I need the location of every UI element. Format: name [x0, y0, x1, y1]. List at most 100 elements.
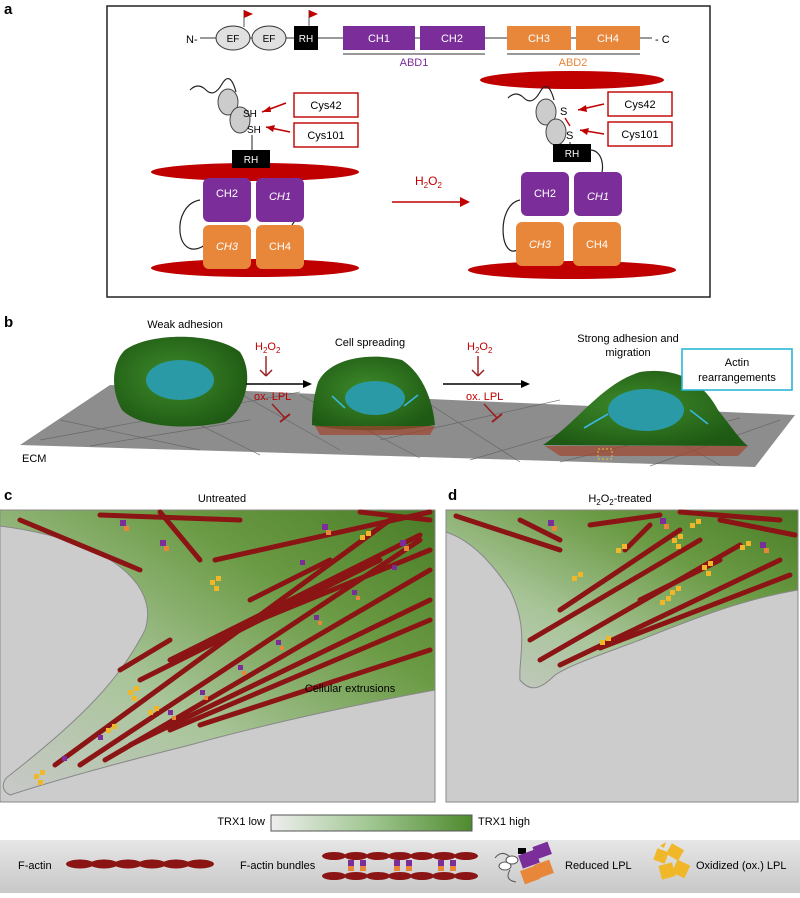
s-label-2: S — [566, 130, 573, 142]
ef-hand-2 — [251, 25, 287, 51]
domain-map: N- EF EF RH CH1 CH2 ABD1 CH3 CH4 ABD2 - … — [186, 10, 670, 69]
panel-label-a: a — [4, 1, 13, 18]
phospho-flag-icon-1 — [244, 10, 253, 18]
ch1-left-label: CH1 — [269, 191, 291, 203]
actin-filament-bottom-left — [151, 259, 359, 277]
ch4-left-label: CH4 — [269, 241, 291, 253]
cys42-box-left — [293, 92, 359, 118]
cys42-label-left: Cys42 — [310, 100, 341, 112]
treated-cell-body — [445, 509, 799, 689]
untreated-actin-bundles — [17, 509, 433, 768]
untreated-cell-panel: Cellular extrusions — [0, 509, 436, 803]
rh-block-left — [232, 150, 270, 168]
legend-reduced-lpl-symbol — [494, 841, 554, 885]
c-terminus-label: - C — [655, 34, 670, 46]
adhesion-foot-2 — [315, 426, 435, 435]
cys101-box-left — [293, 122, 359, 148]
rh-domain — [294, 26, 318, 50]
ch2-left-label: CH2 — [216, 188, 238, 200]
ef-hand-right-2 — [545, 118, 567, 146]
arrow-right-icon-b1 — [303, 380, 312, 388]
weak-adhesion-label: Weak adhesion — [147, 319, 223, 331]
cys42-label-right: Cys42 — [624, 99, 655, 111]
legend-reduced-label: Reduced LPL — [565, 860, 632, 872]
actin-rearrangements-box — [681, 348, 793, 391]
ch1-label: CH1 — [368, 33, 390, 45]
ox-lpl-label-2: ox. LPL — [466, 391, 503, 403]
ch4-label: CH4 — [597, 33, 619, 45]
legend-bundles-label: F-actin bundles — [240, 860, 316, 872]
ch2-right — [521, 172, 569, 216]
ef-label-2: EF — [263, 34, 276, 45]
ch4-right — [573, 222, 621, 266]
cys42-box-right — [607, 91, 673, 117]
actin-rearrangements-label-1: Actin — [725, 357, 749, 369]
actin-filament-bottom-right — [468, 261, 676, 279]
ch3-left-label: CH3 — [216, 241, 239, 253]
abd2-label: ABD2 — [559, 57, 588, 69]
reduced-lpl-structure: SH SH RH CH2 CH1 CH3 CH4 Cys42 Cys101 — [151, 77, 359, 277]
abd1-label: ABD1 — [400, 57, 429, 69]
rh-label: RH — [299, 34, 313, 45]
ch4-right-label: CH4 — [586, 239, 608, 251]
actin-rearrangements-label-2: rearrangements — [698, 372, 776, 384]
adhesion-foot-3 — [545, 446, 748, 456]
treated-oxidized-lpl-markers — [572, 519, 751, 645]
ch1-left — [256, 178, 304, 222]
legend-oxidized-lpl-symbol — [653, 842, 691, 880]
untreated-reduced-lpl-markers — [62, 520, 409, 761]
nucleus-1 — [146, 360, 214, 400]
ecm-label: ECM — [22, 453, 46, 465]
legend-bundles-symbol — [322, 852, 478, 880]
arrow-right-icon — [460, 197, 470, 207]
adhesion-panel: ECM Weak adhesion H2O2 ox. LPL Cell spre… — [20, 319, 795, 467]
ch2-right-label: CH2 — [534, 188, 556, 200]
h2o2-transition: H2O2 — [392, 174, 470, 207]
h2o2-treated-label: H2O2-treated — [588, 493, 651, 507]
h2o2-treated-cell-panel — [445, 509, 799, 803]
n-terminus-label: N- — [186, 34, 198, 46]
ef-hand-left-2 — [229, 106, 251, 134]
legend-factin-label: F-actin — [18, 860, 52, 872]
ch1-right-label: CH1 — [587, 191, 609, 203]
ox-lpl-label-1: ox. LPL — [254, 391, 291, 403]
ch2-left — [203, 178, 251, 222]
ef-hand-right-1 — [535, 98, 557, 126]
trx1-gradient-bar — [270, 814, 473, 832]
ch3-left — [203, 225, 251, 269]
panel-label-c: c — [4, 487, 12, 504]
nucleus-3 — [608, 389, 684, 431]
ch3-right-label: CH3 — [529, 239, 552, 251]
ch4-domain — [576, 26, 640, 50]
arrow-right-icon-b2 — [521, 380, 530, 388]
panel-label-d: d — [448, 487, 457, 504]
cys101-box-right — [607, 121, 673, 147]
cys101-label-left: Cys101 — [307, 130, 344, 142]
untreated-oxidized-lpl-markers — [34, 531, 371, 785]
rh-block-right — [553, 144, 591, 162]
treated-actin-bundles — [453, 509, 798, 668]
trx1-low-label: TRX1 low — [217, 816, 265, 828]
h2o2-label-b1: H2O2 — [255, 341, 281, 355]
actin-filament-top-left — [151, 163, 359, 181]
trx1-gradient-scale: TRX1 low TRX1 high — [217, 814, 530, 832]
sh-label-2: SH — [247, 125, 261, 136]
ef-hand-1 — [215, 25, 251, 51]
untreated-label: Untreated — [198, 493, 246, 505]
phospho-flag-icon-2 — [309, 10, 318, 18]
actin-filament-top-right — [480, 71, 664, 89]
s-label-1: S — [560, 106, 567, 118]
rh-label-left: RH — [244, 155, 258, 166]
trx1-high-label: TRX1 high — [478, 816, 530, 828]
h2o2-label-b2: H2O2 — [467, 341, 493, 355]
ch4-left — [256, 225, 304, 269]
legend-factin-symbol — [66, 859, 214, 869]
ch3-domain — [507, 26, 571, 50]
ch3-right — [516, 222, 564, 266]
h2o2-label-a: H2O2 — [415, 174, 442, 190]
cys101-label-right: Cys101 — [621, 129, 658, 141]
strong-adhesion-label-1: Strong adhesion and — [577, 333, 679, 345]
ef-label-1: EF — [227, 34, 240, 45]
strong-adhesion-label-2: migration — [605, 347, 650, 359]
